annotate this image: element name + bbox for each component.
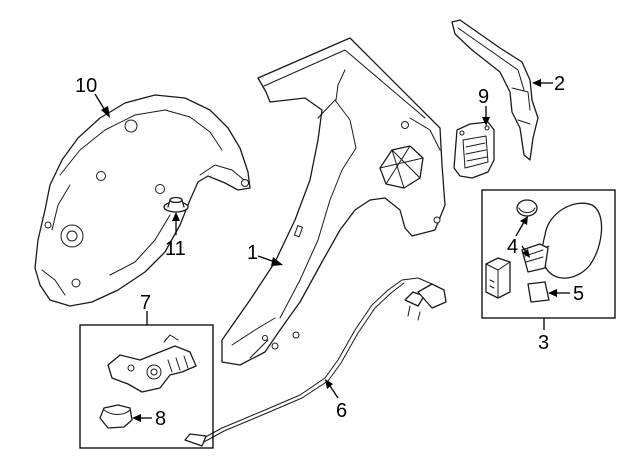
quarter-panel-part [221, 37, 446, 366]
clip-part [163, 196, 189, 213]
callout-4: 4 [507, 236, 518, 258]
callout-9: 9 [478, 86, 489, 108]
release-cable-part [184, 277, 447, 447]
callout-3: 3 [538, 332, 549, 354]
callout-2: 2 [554, 73, 565, 95]
callout-10: 10 [75, 75, 97, 97]
callout-labels: 10 11 1 2 9 4 5 3 7 8 6 [75, 73, 584, 430]
callout-8: 8 [155, 408, 166, 430]
callout-5: 5 [573, 283, 584, 305]
callout-7: 7 [140, 292, 151, 314]
leader-lines [94, 79, 570, 422]
callout-1: 1 [247, 242, 258, 264]
callout-6: 6 [336, 400, 347, 422]
latch-group-box [79, 324, 214, 449]
fuel-door-housing-part [453, 121, 495, 179]
extension-bracket-part [451, 19, 539, 161]
wheelhouse-liner-part [34, 94, 251, 307]
fuel-door-group-box [481, 189, 616, 319]
callout-11: 11 [165, 238, 186, 260]
